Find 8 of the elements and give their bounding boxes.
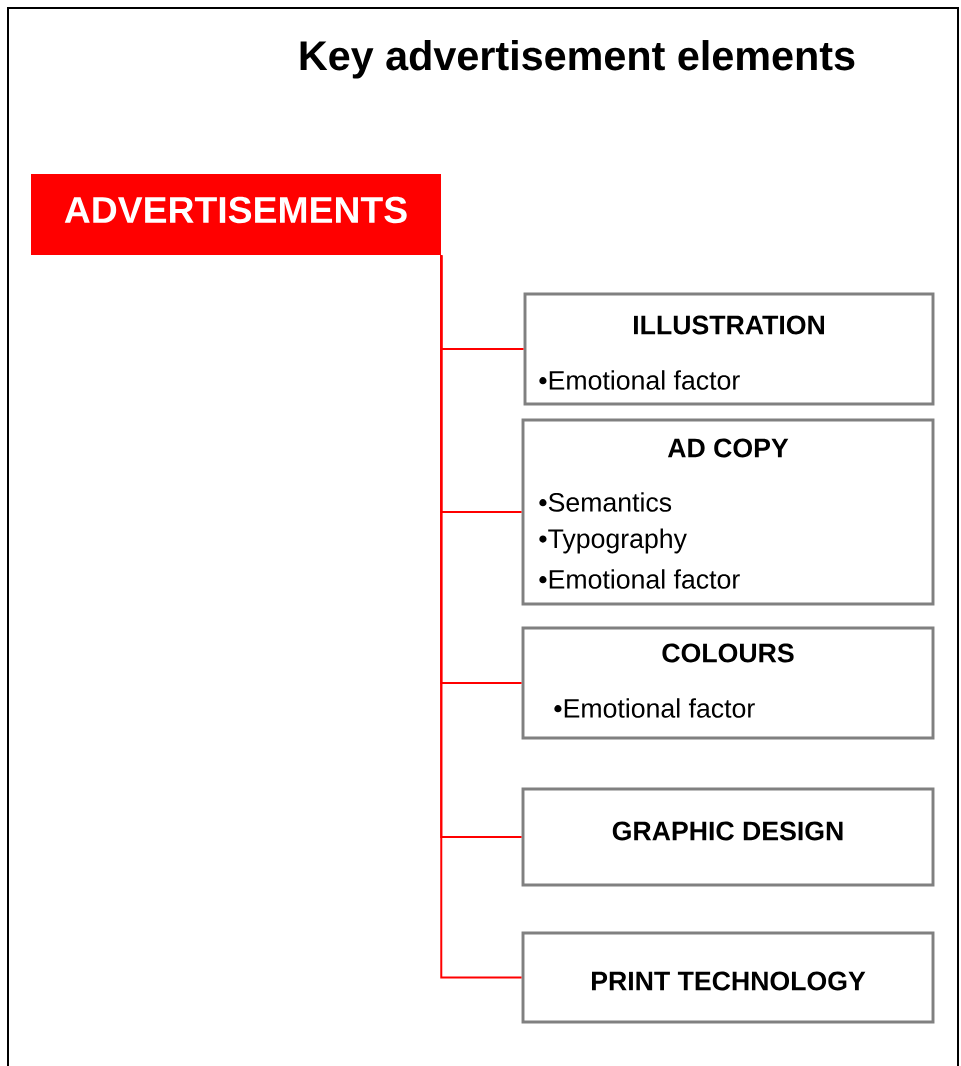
title: Key advertisement elements — [300, 40, 855, 79]
element-box: AD COPY •Semantics •Typography •Emotional factor — [521, 418, 935, 606]
element-box: GRAPHIC DESIGN — [521, 787, 935, 887]
element-box: ILLUSTRATION •Emotional factor — [523, 292, 935, 406]
element-box: COLOURS •Emotional factor — [521, 626, 935, 740]
root-box: ADVERTISEMENTS — [31, 173, 441, 256]
connector-line — [440, 254, 523, 979]
element-box: PRINT TECHNOLOGY — [521, 931, 935, 1024]
